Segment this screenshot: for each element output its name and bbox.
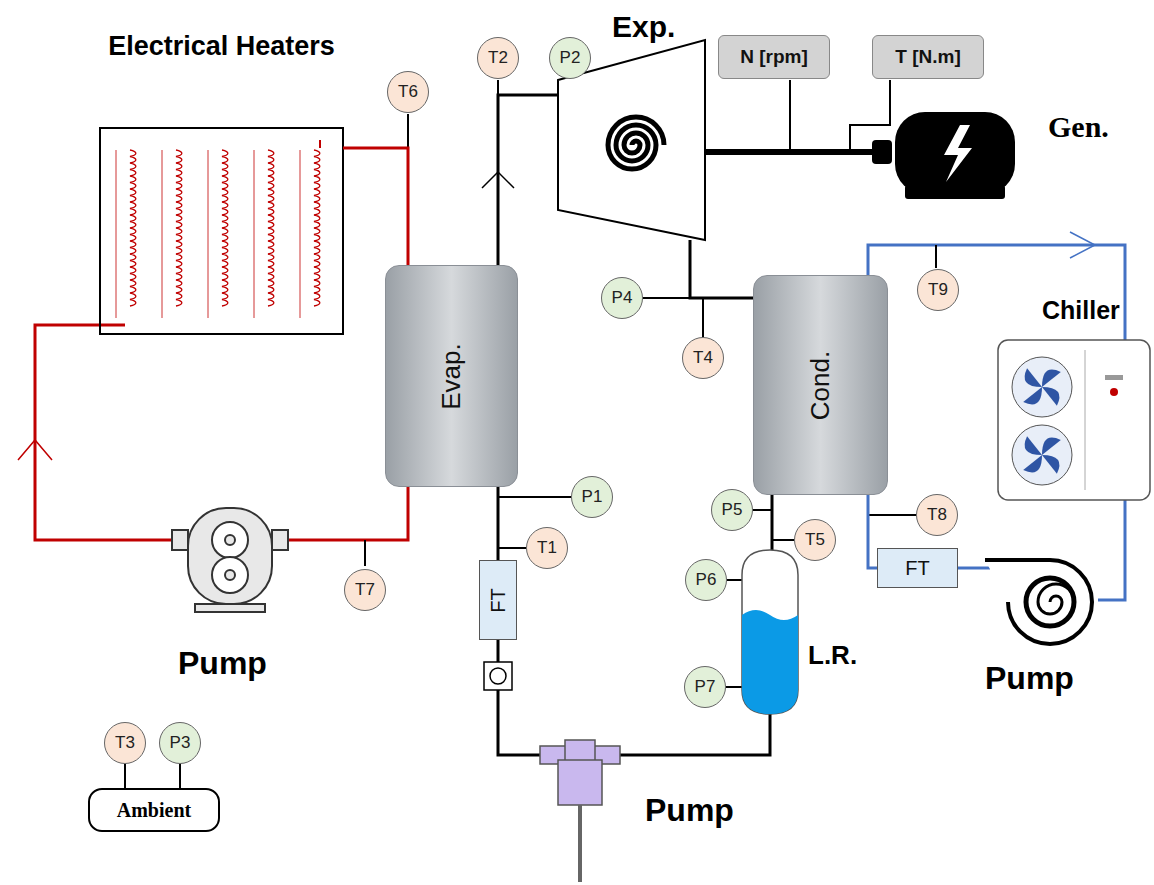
sensor-circle: P5 — [711, 489, 753, 531]
node-text: P7 — [695, 677, 716, 697]
node-text: FT — [905, 557, 929, 580]
component-label: Exp. — [612, 10, 675, 44]
node-text: T2 — [488, 48, 508, 68]
sensor-circle: P2 — [549, 37, 591, 79]
node-text: T5 — [805, 530, 825, 550]
sensor-circle: T6 — [387, 71, 429, 113]
component-label: Chiller — [1042, 296, 1120, 325]
sensor-circle: P7 — [684, 666, 726, 708]
pipe-connector — [343, 148, 408, 265]
sensor-circle: P4 — [601, 277, 643, 319]
node-text: T9 — [928, 280, 948, 300]
heater-heading: Electrical Heaters — [90, 30, 353, 64]
heat-exchanger: Evap. — [385, 265, 518, 487]
node-text: T8 — [927, 505, 947, 525]
pump-label: Pump — [985, 660, 1074, 697]
node-text: P1 — [582, 487, 603, 507]
sensor-circle: T3 — [104, 722, 146, 764]
node-text: P4 — [612, 288, 633, 308]
node-text: N [rpm] — [740, 46, 808, 68]
wire-connector — [124, 764, 126, 788]
pump-label: Pump — [178, 645, 267, 682]
sensor-circle: P3 — [159, 722, 201, 764]
sensor-circle: P6 — [685, 559, 727, 601]
pipe-connector — [868, 495, 877, 568]
node-text: P5 — [722, 500, 743, 520]
component-label: Gen. — [1048, 110, 1109, 144]
node-text: T7 — [355, 580, 375, 600]
sensor-circle: T7 — [344, 569, 386, 611]
node-text: T [N.m] — [895, 46, 960, 68]
sensor-circle: T1 — [526, 527, 568, 569]
heater-box: Electrical Heaters — [100, 128, 343, 334]
node-text: Evap. — [436, 343, 467, 410]
heat-exchanger: Cond. — [753, 275, 888, 495]
sensor-circle: P1 — [571, 476, 613, 518]
flow-transmitter: FT — [877, 548, 958, 588]
sensor-circle: T8 — [916, 494, 958, 536]
node-text: Cond. — [805, 350, 836, 419]
node-text: T6 — [398, 82, 418, 102]
wire-connector — [179, 764, 181, 788]
node-text: T1 — [537, 538, 557, 558]
meter-box: T [N.m] — [872, 35, 984, 79]
node-text: P3 — [170, 733, 191, 753]
ambient-box: Ambient — [88, 788, 220, 832]
sensor-circle: T2 — [477, 37, 519, 79]
node-text: P2 — [560, 48, 581, 68]
node-text: T3 — [115, 733, 135, 753]
node-text: T4 — [693, 348, 713, 368]
meter-box: N [rpm] — [718, 35, 830, 79]
pump-label: Pump — [645, 792, 734, 829]
node-text: P6 — [696, 570, 717, 590]
node-text: FT — [487, 588, 510, 612]
flow-transmitter: FT — [479, 560, 517, 640]
sensor-circle: T4 — [682, 337, 724, 379]
sensor-circle: T5 — [794, 519, 836, 561]
pipe-connector — [497, 487, 500, 560]
component-label: L.R. — [808, 640, 857, 671]
sensor-circle: T9 — [917, 269, 959, 311]
node-text: Ambient — [117, 799, 191, 822]
